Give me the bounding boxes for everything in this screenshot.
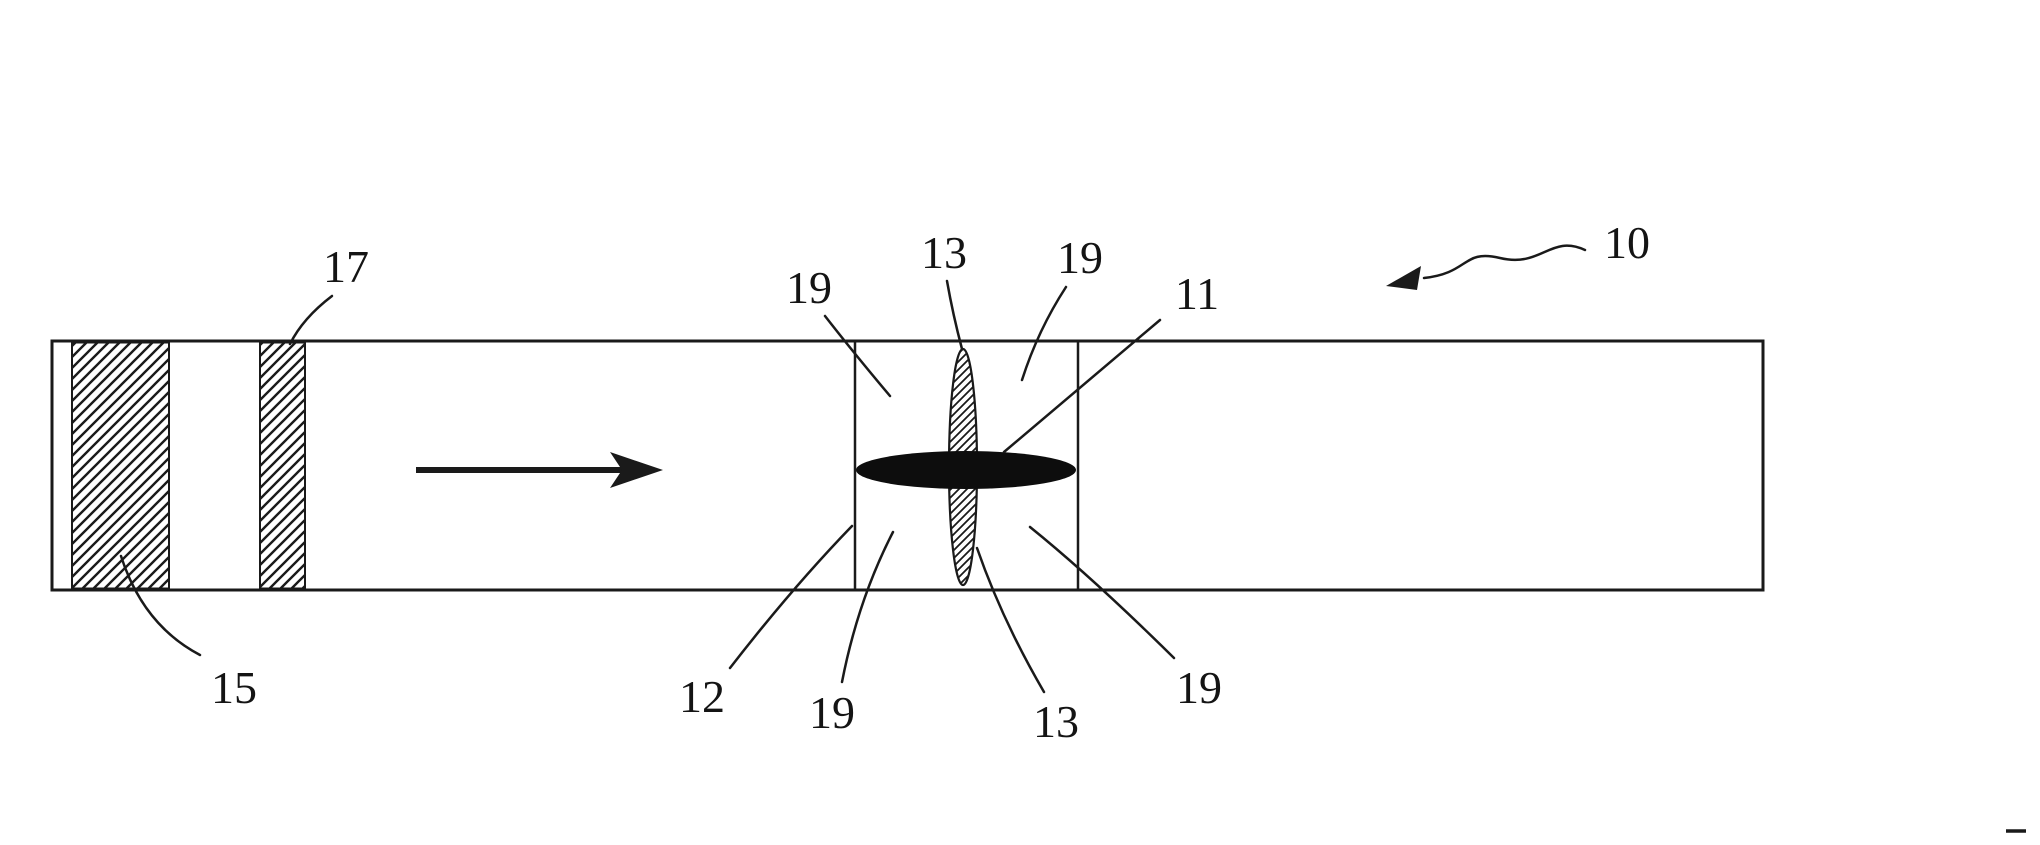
ref-label-19-bottom-right: 19 bbox=[1176, 662, 1222, 713]
ref-label-10: 10 bbox=[1604, 217, 1650, 268]
leader-19-top-right bbox=[1020, 285, 1068, 382]
leader-10-arrowhead bbox=[1386, 266, 1421, 290]
ref-label-19-bottom-center: 19 bbox=[809, 687, 855, 738]
ref-label-13-bottom: 13 bbox=[1033, 696, 1079, 747]
ref-label-15: 15 bbox=[211, 662, 257, 713]
leader-17 bbox=[288, 294, 334, 346]
ref-label-11: 11 bbox=[1175, 268, 1219, 319]
ref-label-12: 12 bbox=[679, 671, 725, 722]
hatched-segment-17 bbox=[259, 341, 306, 590]
ref-label-19-top-right: 19 bbox=[1057, 232, 1103, 283]
ref-label-13-top: 13 bbox=[921, 227, 967, 278]
flow-direction-arrow bbox=[416, 452, 663, 488]
leader-11 bbox=[1002, 318, 1162, 454]
leader-19-bottom-right bbox=[1028, 525, 1176, 660]
leader-10-squiggle-arrow bbox=[1386, 244, 1587, 290]
ref-label-19-top-left: 19 bbox=[786, 262, 832, 313]
leader-19-top-left bbox=[823, 314, 892, 398]
ref-label-17: 17 bbox=[323, 241, 369, 292]
leader-15 bbox=[119, 554, 202, 657]
flow-arrow-head bbox=[610, 452, 663, 488]
leader-13-top bbox=[945, 279, 964, 351]
hatched-segment-15 bbox=[71, 341, 170, 590]
leader-19-bottom-center bbox=[840, 530, 895, 684]
leader-10-squiggle bbox=[1422, 244, 1587, 280]
leader-12 bbox=[728, 524, 854, 670]
solid-disc-11 bbox=[856, 451, 1076, 489]
leader-13-bottom bbox=[975, 546, 1046, 694]
